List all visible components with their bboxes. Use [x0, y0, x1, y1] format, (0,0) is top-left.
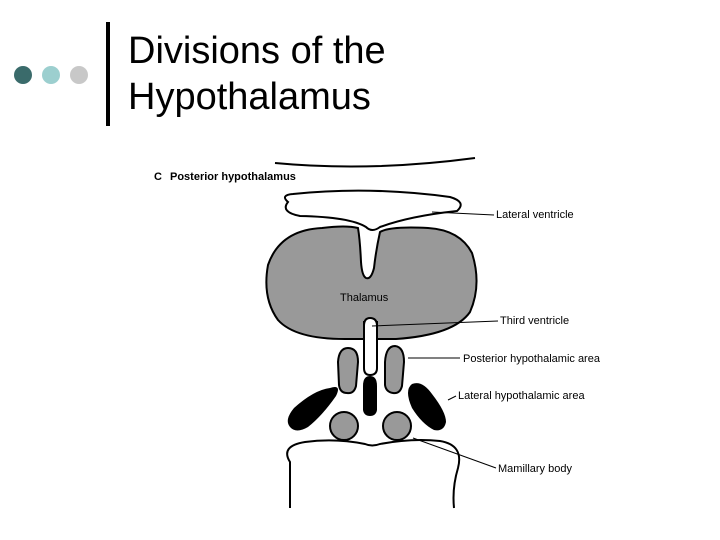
slide-title: Divisions of the Hypothalamus	[128, 28, 386, 120]
diagram-svg: C Posterior hypothalamus Thalamus Lat	[154, 157, 601, 509]
title-divider	[106, 22, 110, 126]
leader-lateral-hypothalamic-area	[447, 395, 457, 401]
thalamus-label: Thalamus	[340, 292, 389, 304]
decorative-dots	[14, 66, 98, 84]
panel-title: Posterior hypothalamus	[170, 171, 296, 183]
mamillary-body-right	[382, 411, 412, 441]
corpus-callosum-outline	[274, 157, 476, 168]
leader-third-ventricle	[371, 320, 499, 327]
third-ventricle-shape	[363, 316, 378, 377]
lateral-hypothalamic-area-left	[287, 387, 338, 431]
dot-light	[42, 66, 60, 84]
callout-mamillary-body: Mamillary body	[498, 463, 572, 475]
title-line-2: Hypothalamus	[128, 76, 371, 118]
hypothalamus-diagram: C Posterior hypothalamus Thalamus Lat	[150, 150, 618, 512]
posterior-hypothalamic-area-left	[336, 346, 360, 395]
callout-lateral-hypothalamic-area: Lateral hypothalamic area	[458, 390, 585, 402]
title-line-1: Divisions of the	[128, 30, 386, 72]
panel-letter: C	[154, 171, 162, 183]
lateral-hypothalamic-area-right	[408, 383, 446, 431]
brainstem-outline	[286, 439, 461, 509]
leader-lateral-ventricle	[431, 211, 495, 216]
thalamus-shape	[265, 225, 478, 341]
callout-third-ventricle: Third ventricle	[500, 315, 569, 327]
posterior-hypothalamic-area-right	[384, 344, 406, 395]
dot-dark	[14, 66, 32, 84]
central-nucleus	[363, 376, 377, 416]
dot-gray	[70, 66, 88, 84]
callout-lateral-ventricle: Lateral ventricle	[496, 209, 574, 221]
leader-mamillary-body	[412, 437, 497, 469]
callout-posterior-hypothalamic-area: Posterior hypothalamic area	[463, 353, 601, 365]
mamillary-body-left	[329, 411, 359, 441]
lateral-ventricle-shape	[283, 189, 462, 231]
